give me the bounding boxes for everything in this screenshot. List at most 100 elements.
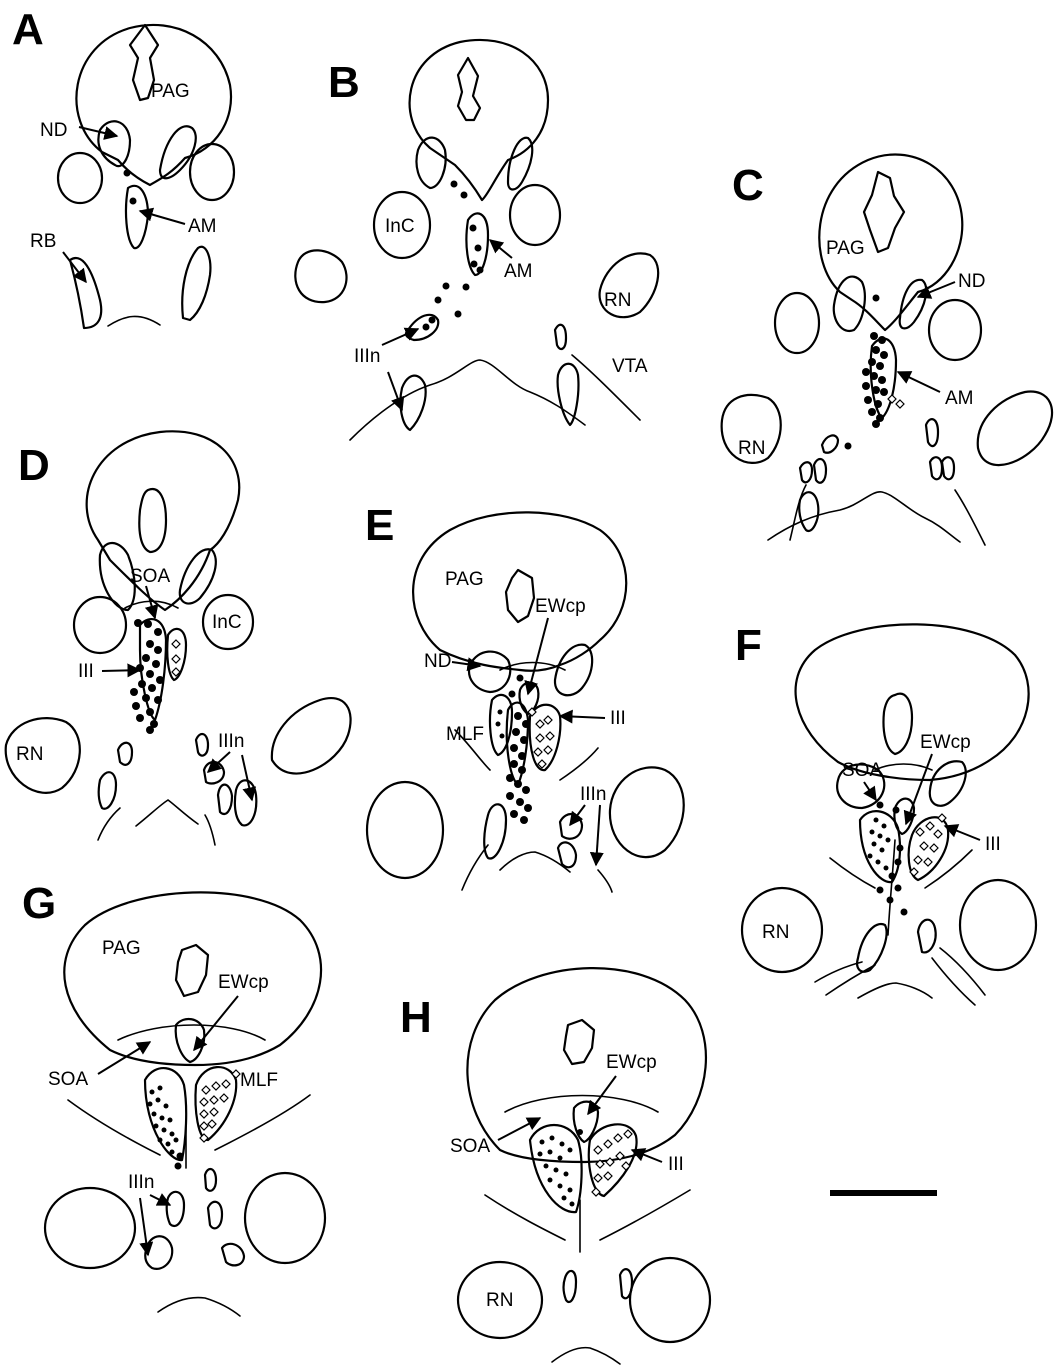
arrow-ewcp — [903, 753, 933, 826]
iiin-left — [856, 922, 888, 973]
ventral-surface — [499, 851, 571, 873]
ventral-root-right-1 — [931, 957, 976, 1006]
inc-right — [188, 142, 236, 202]
mlf-boundary-left — [454, 729, 491, 771]
iiin-right-3 — [216, 783, 234, 816]
ventral-surface — [107, 315, 161, 327]
ventral-root-left — [789, 484, 807, 541]
midline — [887, 839, 896, 936]
ventral-surface — [857, 982, 933, 999]
mlf-left-2 — [97, 771, 118, 810]
arrow-ewcp — [193, 995, 239, 1052]
label-soa: SOA — [450, 1136, 490, 1157]
label-rn: RN — [16, 744, 43, 765]
markers-h — [537, 1129, 633, 1207]
aqueduct — [562, 1018, 596, 1066]
vta-right-1 — [553, 323, 568, 351]
ventral-root-right — [204, 814, 216, 846]
rn-left — [43, 1186, 137, 1270]
label-soa: SOA — [842, 760, 882, 781]
label-rb: RB — [30, 231, 56, 252]
inc-left — [56, 151, 104, 205]
mlf-boundary-right — [214, 1094, 311, 1151]
nucleus-nd-right — [506, 136, 534, 191]
nucleus-nd-right — [178, 548, 217, 605]
nucleus-nd-left — [836, 763, 886, 810]
arrow-iii — [101, 663, 142, 678]
markers-g — [147, 1069, 241, 1170]
panel-a: A PAG ND AM RB — [12, 5, 236, 330]
label-inc: InC — [385, 216, 415, 237]
inc-left — [773, 291, 821, 355]
mlf-boundary-right — [924, 849, 973, 889]
label-rn: RN — [604, 290, 631, 311]
ventral-surface — [551, 1346, 621, 1365]
arrow-am — [488, 239, 513, 259]
label-rn: RN — [762, 922, 789, 943]
panel-b: B InC AM RN — [294, 38, 660, 441]
label-inc: InC — [212, 612, 242, 633]
label-ewcp: EWcp — [535, 596, 586, 617]
nucleus-nd-right — [158, 125, 197, 180]
rn-left — [456, 1260, 544, 1340]
ventral-root-right-2 — [939, 947, 986, 996]
nucleus-iii-right — [907, 816, 950, 882]
markers-d — [130, 619, 181, 734]
nucleus-iii-left — [143, 1067, 188, 1162]
rn-right — [976, 390, 1054, 467]
label-pag: PAG — [445, 569, 484, 590]
ventral-root-left-2 — [825, 964, 876, 996]
label-iiin: IIIn — [218, 731, 244, 752]
arrow-iiin-1 — [569, 804, 586, 827]
rn-left — [740, 886, 824, 974]
iiin-root-right-2 — [928, 456, 944, 481]
nucleus-iii-right — [166, 627, 188, 682]
panel-letter: B — [328, 58, 360, 107]
mlf-left — [488, 693, 514, 757]
ventral-surface — [767, 491, 961, 543]
arrow-soa — [97, 1041, 152, 1075]
ventral-root-left — [461, 844, 489, 891]
nucleus-nd-left — [832, 275, 866, 333]
rn-right — [958, 878, 1038, 972]
label-mlf: MLF — [446, 724, 484, 745]
rn-right — [243, 1171, 327, 1265]
markers-c — [844, 294, 905, 450]
iiin-left-2 — [144, 1235, 174, 1270]
mlf-boundary-right — [599, 1189, 691, 1241]
nucleus-nd-left — [98, 541, 136, 612]
arrow-soa — [497, 1117, 542, 1141]
label-am: AM — [945, 388, 974, 409]
nucleus-iii-right — [194, 1066, 238, 1142]
nucleus-iii-left — [528, 1124, 583, 1214]
nucleus-am — [465, 212, 490, 277]
ventral-root-left — [97, 807, 121, 841]
rb-right — [181, 245, 212, 322]
arrow-am — [896, 371, 941, 393]
markers-a — [123, 169, 137, 205]
arrow-iii — [630, 1148, 663, 1163]
aqueduct — [138, 487, 168, 554]
arrow-iiin-2 — [139, 1197, 154, 1257]
label-ewcp: EWcp — [606, 1052, 657, 1073]
inc-right — [927, 298, 983, 362]
nucleus-nd-right — [898, 278, 928, 330]
arrow-iiin-2 — [589, 804, 604, 867]
vta-right-2 — [556, 362, 580, 427]
mlf-boundary-left — [67, 1099, 161, 1156]
iiin-right-1 — [558, 813, 584, 840]
rn-left — [294, 249, 348, 304]
rn-right — [270, 697, 352, 775]
arrow-am — [138, 207, 186, 225]
aqueduct — [128, 23, 160, 102]
arrow-soa — [863, 781, 877, 802]
pag-outline — [794, 623, 1030, 782]
label-iiin: IIIn — [580, 784, 606, 805]
mlf-boundary-left — [484, 1194, 566, 1241]
pag-outline — [408, 38, 550, 202]
iiin-right-2 — [202, 760, 226, 785]
iiin-right-1 — [194, 732, 210, 757]
panel-letter: G — [22, 879, 56, 928]
iiin-left-1 — [165, 1190, 186, 1228]
panel-letter: A — [12, 5, 44, 54]
